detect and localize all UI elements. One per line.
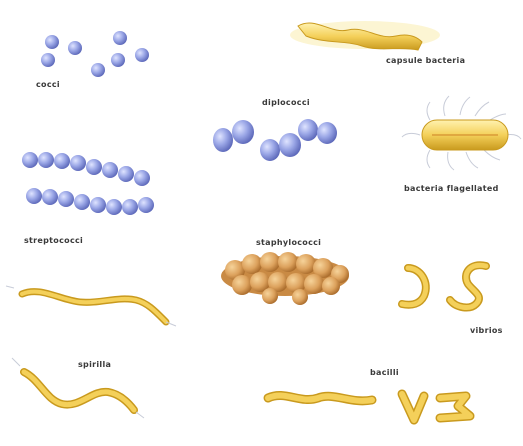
streptococci-illustration <box>22 152 154 215</box>
label-bacilli: bacilli <box>370 368 399 377</box>
label-flagellated-bacteria: bacteria flagellated <box>404 184 499 193</box>
label-vibrios: vibrios <box>470 326 503 335</box>
label-spirilla: spirilla <box>78 360 111 369</box>
label-staphylococci: staphylococci <box>256 238 321 247</box>
vibrios-illustration <box>402 265 486 307</box>
flagellated-bacteria-illustration <box>402 96 521 170</box>
bacilli-illustration <box>268 394 470 420</box>
spirilla-illustration <box>6 286 176 326</box>
label-diplococci: diplococci <box>262 98 310 107</box>
label-streptococci: streptococci <box>24 236 83 245</box>
capsule-bacteria-illustration <box>290 21 440 50</box>
label-cocci: cocci <box>36 80 60 89</box>
diplococci-illustration <box>213 119 337 161</box>
label-capsule-bacteria: capsule bacteria <box>386 56 465 65</box>
cocci-illustration <box>41 31 149 77</box>
staphylococci-illustration <box>221 252 349 305</box>
